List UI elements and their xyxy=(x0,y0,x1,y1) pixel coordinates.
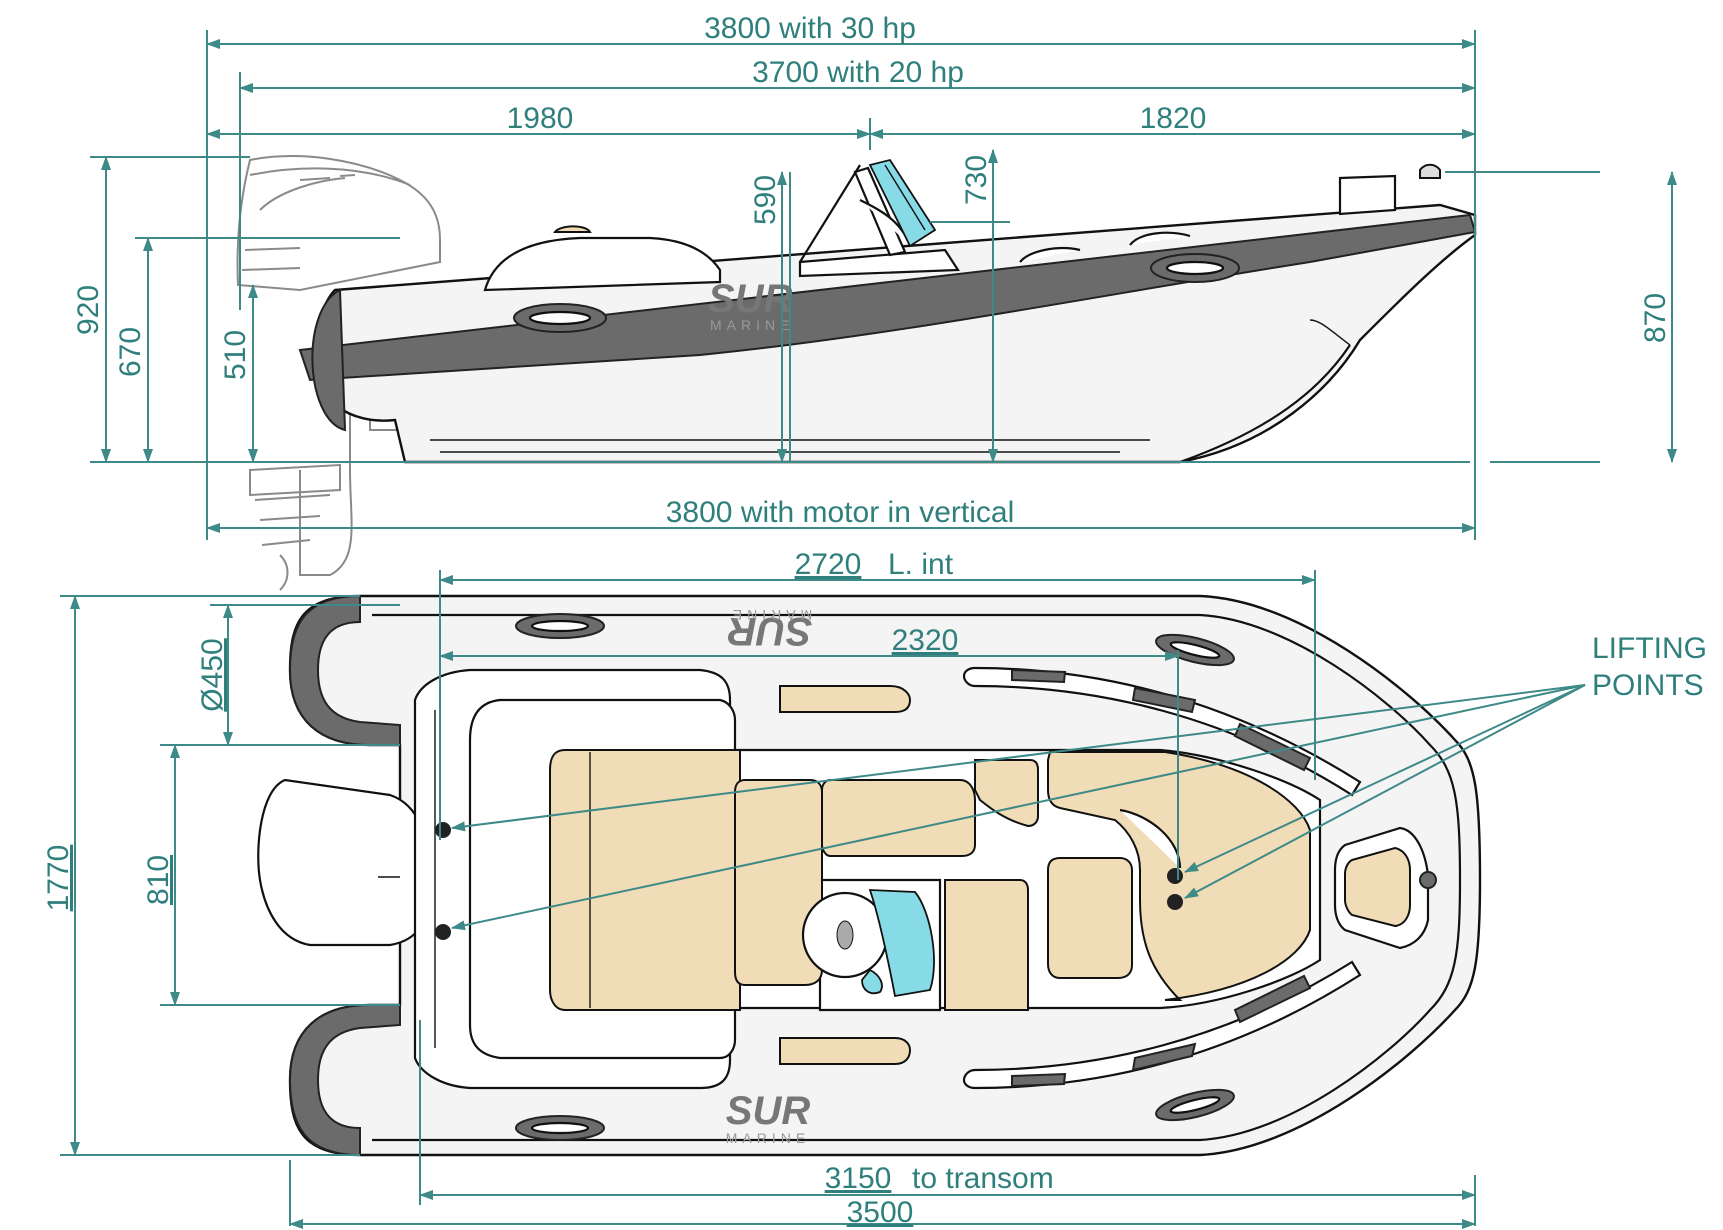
dim-3150-value: 3150 xyxy=(825,1162,892,1195)
dim-3800-30hp-label: 3800 with 30 hp xyxy=(704,12,916,45)
lifting-point-front-upper xyxy=(1167,868,1183,884)
lifting-points-label-line1: LIFTING xyxy=(1592,632,1707,665)
side-logo-subtitle: MARINE xyxy=(710,317,794,333)
side-view: SUR MARINE xyxy=(236,155,1477,591)
dim-3800-vertical-label: 3800 with motor in vertical xyxy=(666,496,1015,529)
dim-670-label: 670 xyxy=(114,327,147,377)
top-view-dimensions: 2720 L. int 2320 Ø450 810 1770 3150 to t… xyxy=(42,548,1476,1229)
lifting-point-front-lower xyxy=(1167,894,1183,910)
lifting-point-rear-lower xyxy=(435,924,451,940)
top-logo-upper: SUR xyxy=(728,609,813,653)
windscreen-side xyxy=(868,158,937,248)
dim-810-label: 810 xyxy=(142,855,175,905)
top-logo-lower-subtitle: MARINE xyxy=(726,1130,810,1146)
top-logo-lower: SUR xyxy=(726,1089,811,1133)
dim-920-label: 920 xyxy=(72,285,105,335)
dim-510-label: 510 xyxy=(219,330,252,380)
dim-3700-20hp-label: 3700 with 20 hp xyxy=(752,56,964,89)
dim-3500-label: 3500 xyxy=(847,1196,914,1229)
dim-3150-unit: to transom xyxy=(912,1162,1054,1195)
dim-1770-label: 1770 xyxy=(42,845,75,912)
rear-seat-cushion xyxy=(549,749,741,1011)
dim-870-label: 870 xyxy=(1639,293,1672,343)
dim-1980-label: 1980 xyxy=(507,102,574,135)
windscreen-top xyxy=(868,889,935,998)
dim-590-label: 590 xyxy=(749,175,782,225)
outboard-motor-top xyxy=(257,778,432,947)
lifting-points-callout: LIFTING POINTS xyxy=(451,632,1707,931)
top-view: SUR MARINE SUR MARINE xyxy=(257,594,1482,1157)
lifting-point-rear-upper xyxy=(435,822,451,838)
side-view-dimensions: 3800 with 30 hp 3700 with 20 hp 1980 182… xyxy=(72,12,1677,540)
side-logo: SUR xyxy=(708,277,793,321)
dim-2720-value: 2720 xyxy=(795,548,862,581)
dim-1820-label: 1820 xyxy=(1140,102,1207,135)
dim-2320-label: 2320 xyxy=(892,624,959,657)
dim-450-label: Ø450 xyxy=(196,638,229,711)
dim-730-label: 730 xyxy=(960,155,993,205)
lifting-points-label-line2: POINTS xyxy=(1592,669,1704,702)
top-logo-upper-subtitle: MARINE xyxy=(728,607,812,623)
dim-2720-unit: L. int xyxy=(888,548,954,581)
